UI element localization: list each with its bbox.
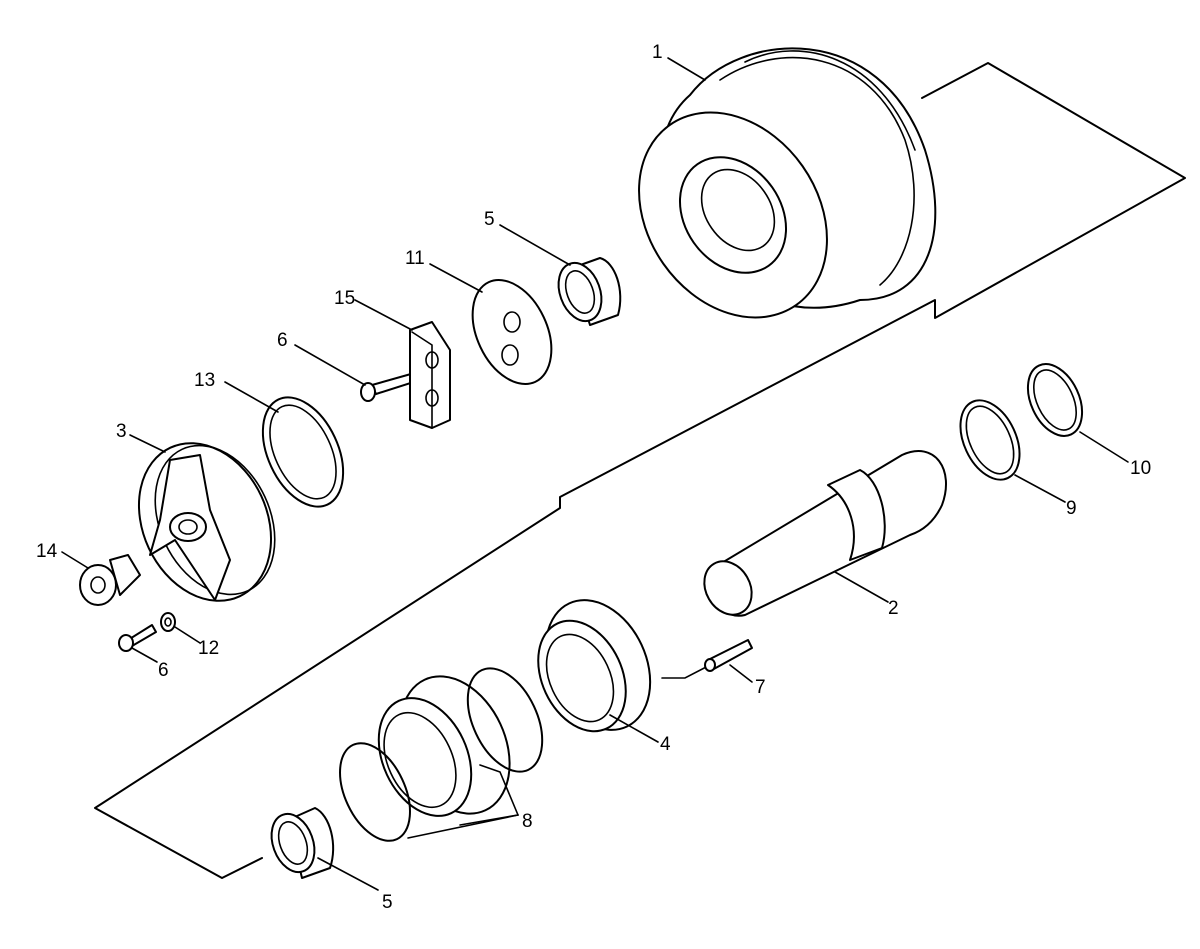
- callout-5-top: 5: [484, 209, 495, 230]
- callout-5-bottom: 5: [382, 892, 393, 913]
- callout-2: 2: [888, 598, 899, 619]
- callout-6-top: 6: [277, 330, 288, 351]
- callout-10: 10: [1130, 458, 1151, 479]
- callout-8: 8: [522, 811, 533, 832]
- part-1-roller: [638, 47, 937, 319]
- callout-13: 13: [194, 370, 215, 391]
- part-12-washer: [160, 612, 176, 632]
- shaft-link-line: [661, 663, 713, 679]
- part-9-ring: [959, 399, 1021, 481]
- part-2-shaft: [703, 450, 947, 617]
- part-13-ring: [261, 396, 345, 508]
- callout-14: 14: [36, 541, 58, 562]
- part-3-end-cover: [137, 442, 276, 602]
- part-5-bushing-bottom: [270, 807, 335, 879]
- part-7-pin: [704, 639, 753, 672]
- callout-6-bottom: 6: [158, 660, 169, 681]
- part-14-plug: [79, 554, 141, 606]
- part-10-ring: [1026, 363, 1084, 437]
- part-11-plate: [471, 279, 553, 385]
- part-5-bushing-top: [557, 257, 622, 326]
- callout-11: 11: [405, 248, 425, 269]
- callout-4: 4: [660, 734, 671, 755]
- callout-1: 1: [652, 42, 663, 63]
- callout-7: 7: [755, 677, 766, 698]
- part-8-seal-group: [339, 667, 544, 842]
- callout-9: 9: [1066, 498, 1077, 519]
- part-4-collar: [537, 599, 652, 733]
- callout-labels: 1 2 3 4 5 5 6 6 7 8 9 10 11 12 13 14 15: [36, 42, 1151, 913]
- leader-lines: [61, 57, 1129, 891]
- callout-12: 12: [198, 638, 219, 659]
- callout-3: 3: [116, 421, 127, 442]
- part-6-bolt-bottom: [118, 624, 157, 652]
- part-15-bracket: [409, 321, 451, 429]
- assembly-boundary: [94, 62, 1186, 879]
- callout-15: 15: [334, 288, 355, 309]
